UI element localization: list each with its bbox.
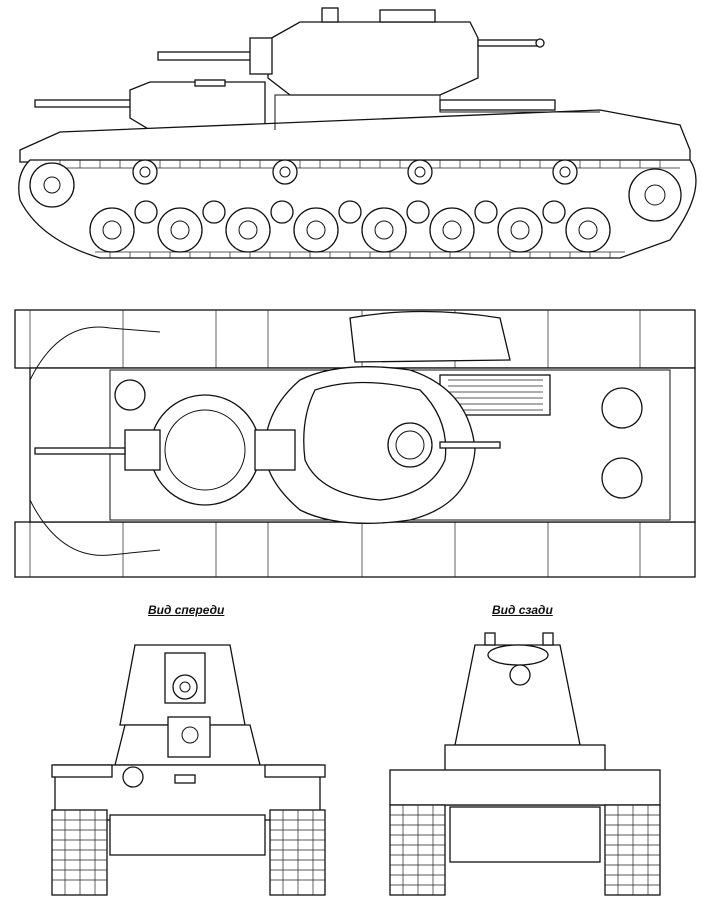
- tow-cable-right: [29, 499, 161, 556]
- rear-hatch-2: [601, 457, 643, 499]
- rear-hatch-1: [601, 387, 643, 429]
- front-gun-top: [34, 447, 126, 455]
- return-rollers: [132, 159, 578, 185]
- front-left-track: [51, 809, 108, 896]
- tow-cable-left: [29, 326, 161, 381]
- idler-wheel: [29, 162, 75, 208]
- hull: [19, 109, 691, 163]
- right-track-top: [14, 521, 696, 578]
- rear-left-track: [389, 804, 446, 896]
- main-turret: [267, 21, 479, 96]
- front-right-track: [269, 809, 326, 896]
- road-wheels: [89, 200, 611, 253]
- front-turret: [129, 81, 266, 131]
- front-gun-barrel: [34, 99, 136, 108]
- drive-sprocket: [628, 168, 682, 222]
- rear-right-track: [604, 804, 661, 896]
- tarp-bundle: [349, 310, 511, 363]
- front-view-drawing: [40, 625, 340, 900]
- front-view-caption: Вид спереди: [148, 603, 225, 617]
- top-view-drawing: [0, 300, 702, 585]
- commander-cupola: [387, 422, 433, 468]
- rear-view-drawing: [375, 625, 675, 900]
- side-view-drawing: [0, 0, 702, 270]
- front-turret-top: [149, 394, 261, 506]
- rear-view-caption: Вид сзади: [492, 603, 553, 617]
